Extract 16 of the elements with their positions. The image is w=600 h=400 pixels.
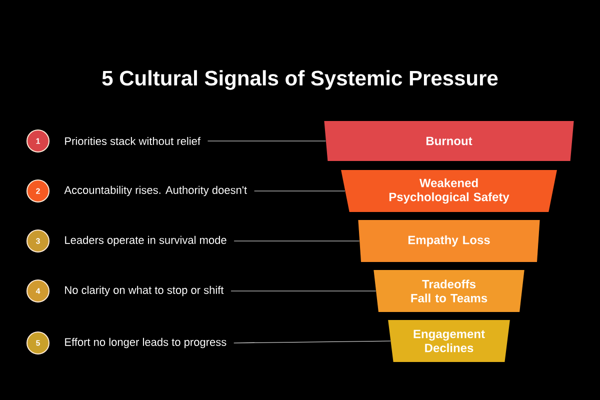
signal-text: Priorities stack without relief: [65, 136, 201, 146]
connector-line: [207, 140, 326, 142]
signal-text: Effort no longer leads to progress: [65, 338, 226, 348]
funnel-segment: Empathy Loss: [358, 220, 540, 262]
connector-line: [254, 190, 346, 192]
funnel-segment: Weakened Psychological Safety: [341, 170, 557, 212]
funnel-segment: Tradeoffs Fall to Teams: [374, 270, 524, 312]
funnel-segment: Engagement Declines: [388, 320, 510, 362]
connector-line: [230, 290, 376, 292]
connector-line: [234, 340, 391, 344]
signal-text: Accountability rises. Authority doesn't: [64, 186, 247, 196]
title: 5 Cultural Signals of Systemic Pressure: [102, 70, 498, 90]
funnel-segment: Burnout: [324, 121, 574, 161]
signal-text: Leaders operate in survival mode: [65, 236, 226, 246]
signal-text: No clarity on what to stop or shift: [65, 286, 224, 296]
connector-line: [234, 240, 360, 242]
